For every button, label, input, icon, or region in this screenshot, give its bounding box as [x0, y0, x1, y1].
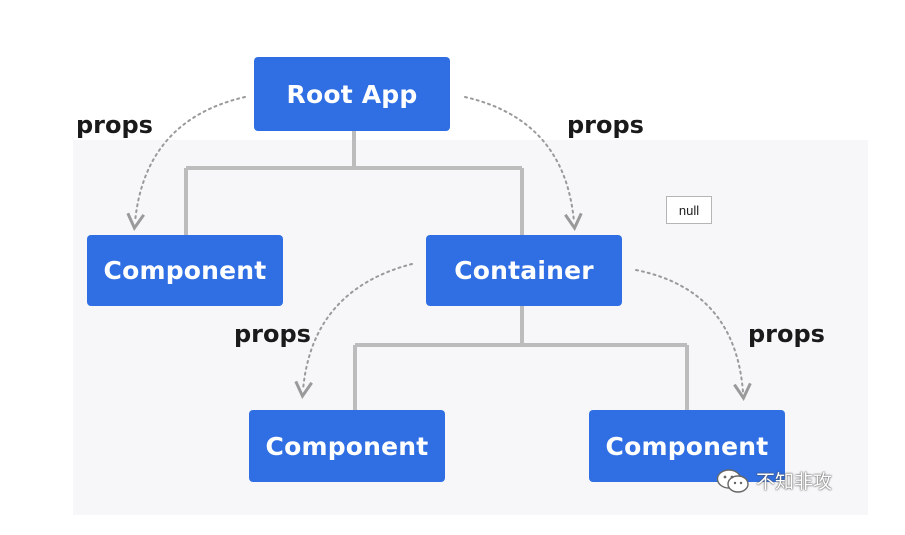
null-text: null	[678, 202, 700, 218]
component-bottom-left-label: Component	[265, 431, 429, 461]
root-app-node: Root App	[254, 57, 450, 131]
wechat-icon	[716, 468, 749, 493]
null-placeholder-box: null	[666, 196, 712, 224]
component-node-left: Component	[87, 235, 283, 306]
props-arrow-container-left	[294, 263, 413, 399]
props-label-root-right: props	[567, 111, 644, 139]
root-app-label: Root App	[286, 79, 418, 109]
props-label-root-left: props	[76, 111, 153, 139]
component-node-bottom-left: Component	[249, 410, 445, 482]
props-label-container-left: props	[234, 320, 311, 348]
props-label-container-right: props	[748, 320, 825, 348]
watermark-text: 不知非攻	[756, 471, 833, 493]
props-arrow-root-left	[126, 96, 246, 231]
component-left-label: Component	[103, 256, 267, 285]
props-arrow-root-right	[464, 96, 583, 231]
watermark: 不知非攻	[716, 467, 832, 494]
component-bottom-right-label: Component	[605, 431, 769, 461]
container-node: Container	[426, 235, 622, 306]
props-arrow-container-right	[635, 269, 752, 401]
container-label: Container	[454, 256, 594, 285]
component-node-bottom-right: Component	[589, 410, 785, 482]
